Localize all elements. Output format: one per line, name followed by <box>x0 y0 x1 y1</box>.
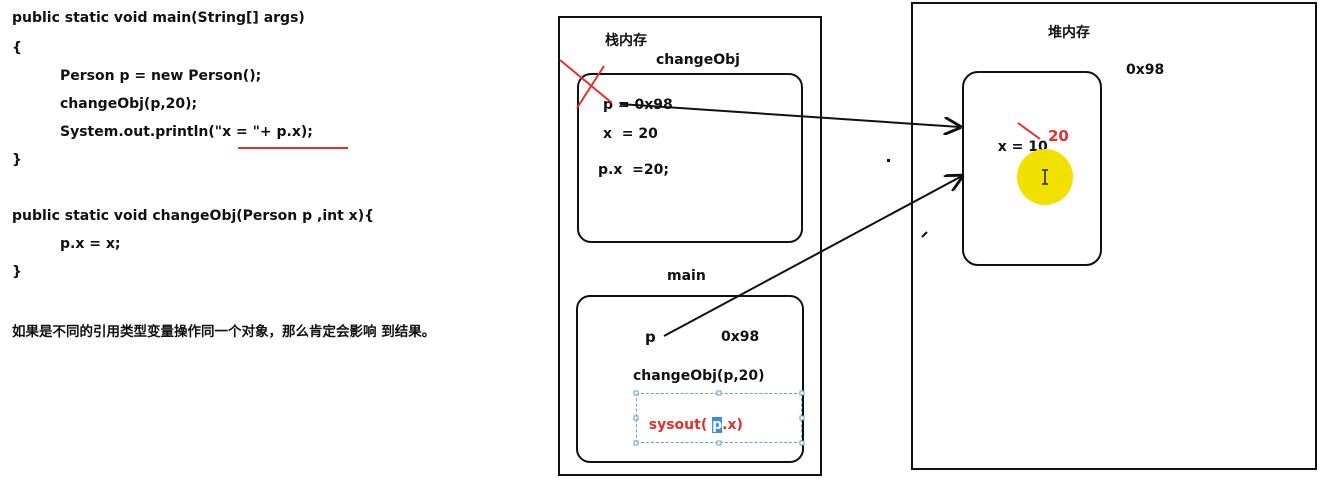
code-line-new-person: Person p = new Person(); <box>60 68 262 84</box>
explanation-note: 如果是不同的引用类型变量操作同一个对象，那么肯定会影响 到结果。 <box>12 324 436 340</box>
code-line-assign: p.x = x; <box>60 236 121 252</box>
sysout-prefix: sysout( <box>648 417 713 433</box>
code-line-close-brace-2: } <box>12 264 22 280</box>
sysout-suffix: .x) <box>722 417 743 433</box>
code-line-main-signature: public static void main(String[] args) <box>12 10 305 26</box>
code-line-open-brace: { <box>12 40 22 56</box>
heap-field-label: x = <box>997 139 1029 155</box>
code-line-change-obj-call: changeObj(p,20); <box>60 96 198 112</box>
change-obj-x-value: x = 20 <box>603 126 658 142</box>
main-frame-title: main <box>667 268 706 284</box>
change-obj-px-assign: p.x =20; <box>598 162 669 178</box>
stack-memory-title: 栈内存 <box>605 33 647 49</box>
change-obj-p-value: p = 0x98 <box>603 97 673 113</box>
heap-old-value: 10 <box>1028 139 1048 155</box>
sysout-statement: sysout( p.x) <box>639 401 743 433</box>
main-p-label: p <box>645 328 656 346</box>
code-line-change-obj-signature: public static void changeObj(Person p ,i… <box>12 208 375 224</box>
heap-memory-title: 堆内存 <box>1048 25 1090 41</box>
code-line-close-brace: } <box>12 152 22 168</box>
heap-new-value: 20 <box>1048 127 1069 145</box>
stray-dot <box>887 159 890 162</box>
sysout-selected-p: p <box>712 417 723 433</box>
main-p-address: 0x98 <box>721 329 760 345</box>
heap-person-object <box>962 71 1102 266</box>
main-change-obj-call: changeObj(p,20) <box>633 368 765 384</box>
heap-object-address: 0x98 <box>1126 62 1165 78</box>
change-obj-frame-title: changeObj <box>656 52 740 68</box>
heap-field-x: x = 10 <box>988 123 1048 155</box>
code-line-println: System.out.println("x = "+ p.x); <box>60 124 313 140</box>
